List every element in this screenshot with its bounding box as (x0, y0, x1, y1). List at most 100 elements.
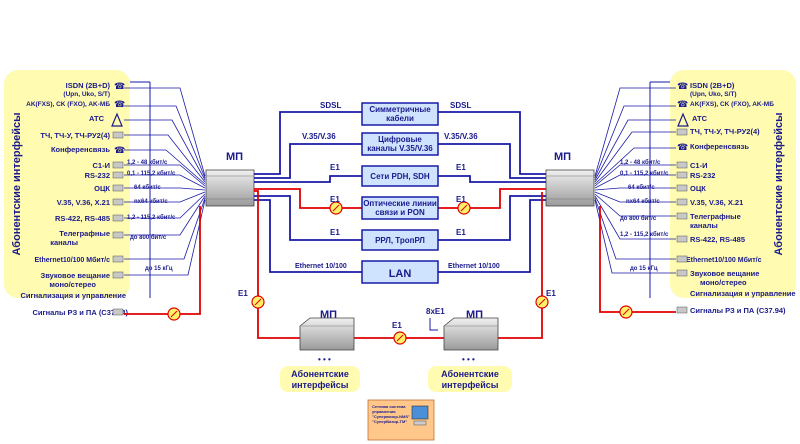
svg-text:E1: E1 (546, 289, 556, 298)
right-icons: ☎ ☎ ☎ (676, 81, 689, 314)
terminal-icon (112, 131, 124, 139)
terminal-icon (112, 184, 124, 192)
svg-text:V.35/V.36: V.35/V.36 (444, 132, 478, 141)
media-box (361, 165, 439, 187)
speaker-icon (112, 271, 124, 279)
svg-text:связи и PON: связи и PON (375, 208, 425, 217)
right-item: AK(FXS), CK (FXO), AK-МБ (690, 101, 774, 108)
rate-label: до 800 бит/с (620, 215, 657, 222)
media-box (361, 260, 439, 284)
bottom-left-abonent-box (280, 366, 360, 392)
rate-label: 1,2 - 48 кбит/с (620, 159, 661, 166)
rate-label: до 15 кГц (630, 266, 658, 272)
left-item: (Upn, Uko, S/T) (63, 91, 110, 98)
bottom-left-mp-device (299, 317, 355, 351)
left-panel (4, 70, 130, 298)
left-item: Сигналы РЗ и ПА (С37.94) (32, 308, 128, 317)
exchange-icon (111, 112, 123, 127)
bottom-right-mp-device (443, 317, 499, 351)
telephone-icon: ☎ (677, 99, 688, 109)
left-item: RS-422, RS-485 (55, 214, 110, 223)
svg-text:8xE1: 8xE1 (426, 307, 445, 316)
svg-text:Цифровые: Цифровые (378, 135, 422, 144)
left-item: ОЦК (94, 184, 110, 193)
left-item: ISDN (2B+D) (66, 81, 111, 90)
right-panel-title: Абонентские интерфейсы (773, 112, 785, 255)
right-item: Ethernet10/100 Мбит/с (686, 256, 762, 264)
svg-text:SDSL: SDSL (320, 101, 341, 110)
svg-text:E1: E1 (330, 163, 340, 172)
rate-label: 1,2 - 115,2 кбит/с (620, 231, 669, 238)
svg-text:РРЛ, ТропРЛ: РРЛ, ТропРЛ (375, 236, 425, 245)
svg-text:"Супервизор-NMS": "Супервизор-NMS" (372, 414, 410, 419)
rate-label: nx64 кбит/с (134, 198, 168, 205)
svg-text:V.35/V.36: V.35/V.36 (302, 132, 336, 141)
terminal-icon (676, 235, 688, 243)
right-item: С1-И (690, 161, 707, 170)
right-item: Сигнализация и управление (690, 289, 796, 298)
svg-text:E1: E1 (456, 163, 466, 172)
right-interface-list: ISDN (2B+D) (Upn, Uko, S/T) AK(FXS), CK … (686, 81, 796, 315)
right-item: Конференсвязь (690, 142, 749, 151)
terminal-icon (112, 214, 124, 222)
left-item: V.35, V.36, X.21 (57, 198, 110, 207)
telephone-icon: ☎ (114, 99, 125, 109)
left-item: Ethernet10/100 Мбит/с (35, 256, 111, 264)
right-item: каналы (690, 221, 718, 230)
terminal-icon (112, 171, 124, 179)
right-item: V.35, V.36, X.21 (690, 198, 743, 207)
terminal-icon (112, 161, 124, 169)
computer-icon (411, 405, 429, 420)
svg-text:Симметричные: Симметричные (369, 105, 431, 114)
media-boxes: Симметричные кабели Цифровые каналы V.35… (361, 102, 439, 284)
blue-links (254, 111, 546, 273)
right-item: моно/стерео (700, 278, 747, 287)
svg-text:интерфейсы: интерфейсы (292, 380, 349, 390)
right-item: ISDN (2B+D) (690, 81, 735, 90)
rate-label: 0,1 - 115,2 кбит/с (620, 170, 669, 177)
svg-text:Сети PDH, SDH: Сети PDH, SDH (370, 172, 430, 181)
rate-label: 1,2 - 115,2 кбит/с (127, 214, 176, 221)
fiber-connectors (167, 201, 633, 345)
rate-label: nx64 кбит/с (626, 198, 660, 205)
right-item: Сигналы РЗ и ПА (С37.94) (690, 306, 786, 315)
svg-text:E1: E1 (238, 289, 248, 298)
svg-text:"СуперВизор-ТМ": "СуперВизор-ТМ" (372, 419, 407, 424)
terminal-icon (676, 212, 688, 220)
left-item: моно/стерео (49, 280, 96, 289)
telephone-icon: ☎ (114, 81, 125, 91)
left-item: Сигнализация и управление (20, 291, 126, 300)
terminal-icon (112, 308, 124, 316)
media-box (361, 196, 439, 220)
rate-label: до 15 кГц (145, 266, 173, 272)
terminal-icon (676, 184, 688, 192)
left-item: RS-232 (85, 171, 110, 180)
svg-text:кабели: кабели (386, 114, 414, 123)
left-mp-device (205, 169, 255, 207)
right-item: RS-422, RS-485 (690, 235, 745, 244)
svg-text:Абонентские: Абонентские (291, 369, 349, 379)
exchange-icon (677, 112, 689, 127)
svg-text:SDSL: SDSL (450, 101, 471, 110)
left-item: АТС (89, 114, 105, 123)
left-item: AK(FXS), CK (FXO), AK-МБ (26, 101, 110, 108)
right-fan-lines (594, 87, 676, 274)
svg-text:интерфейсы: интерфейсы (442, 380, 499, 390)
rate-label: 1,2 - 48 кбит/с (127, 159, 168, 166)
svg-text:LAN: LAN (389, 268, 412, 280)
left-icons: ☎ ☎ ☎ (111, 81, 125, 316)
terminal-icon (112, 198, 124, 206)
telephone-icon: ☎ (114, 145, 125, 155)
terminal-icon (676, 161, 688, 169)
terminal-icon (676, 255, 688, 263)
svg-text:Абонентские: Абонентские (441, 369, 499, 379)
right-item: RS-232 (690, 171, 715, 180)
svg-text:Сетевая система: Сетевая система (372, 404, 406, 409)
media-box (361, 132, 439, 156)
right-panel (670, 70, 796, 298)
rate-label: 0,1 - 115,2 кбит/с (127, 170, 176, 177)
svg-text:Ethernet 10/100: Ethernet 10/100 (448, 263, 500, 270)
terminal-icon (676, 128, 688, 136)
svg-text:Ethernet 10/100: Ethernet 10/100 (295, 263, 347, 270)
